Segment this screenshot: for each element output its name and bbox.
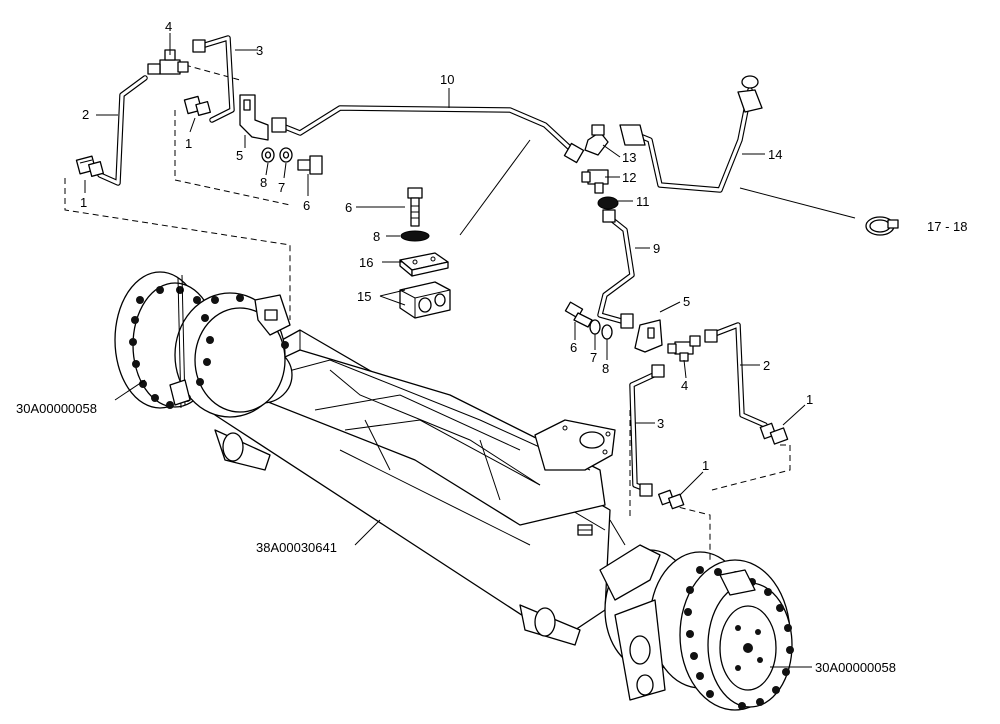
callout-2-top-left: 2 — [82, 107, 89, 122]
callout-4-top-left: 4 — [165, 19, 172, 34]
callout-2-right: 2 — [763, 358, 770, 373]
tee-4-right — [667, 335, 701, 362]
brake-pipe-2-right — [704, 322, 768, 428]
elbow-13 — [584, 124, 609, 156]
right-hub-assembly — [599, 519, 794, 711]
hose-clamp-17-18 — [865, 216, 899, 236]
callout-15-clamp: 15 — [357, 289, 371, 304]
washer-11 — [597, 196, 619, 210]
washer-8-top — [261, 147, 275, 163]
callout-8-clamp: 8 — [373, 229, 380, 244]
callout-1-right-upper: 1 — [806, 392, 813, 407]
brake-pipe-3-left — [202, 35, 235, 123]
callout-1-right-lower: 1 — [702, 458, 709, 473]
callout-13: 13 — [622, 150, 636, 165]
brake-pipe-3-right — [629, 364, 665, 497]
callout-5-top: 5 — [236, 148, 243, 163]
callout-8-top: 8 — [260, 175, 267, 190]
callout-9: 9 — [653, 241, 660, 256]
tee-12 — [581, 169, 609, 194]
callout-7-top: 7 — [278, 180, 285, 195]
fitting-1-right-lower — [658, 489, 685, 510]
callout-5-right: 5 — [683, 294, 690, 309]
bracket-5-top — [239, 94, 269, 141]
brake-pipe-10 — [271, 105, 585, 164]
hose-14 — [619, 75, 763, 193]
callout-6-top: 6 — [303, 198, 310, 213]
fitting-1-left-upper — [183, 95, 211, 116]
callout-6-clamp: 6 — [345, 200, 352, 215]
callout-14: 14 — [768, 147, 782, 162]
clamp-bolt-6 — [407, 187, 423, 227]
brake-pipe-2-left — [97, 75, 148, 186]
callout-12: 12 — [622, 170, 636, 185]
left-hub-assembly — [114, 271, 291, 418]
clamp-block-15 — [399, 281, 451, 319]
bolt-6-top — [297, 155, 323, 175]
callout-17-18: 17 - 18 — [927, 219, 967, 234]
callout-16-clamp: 16 — [359, 255, 373, 270]
clamp-plate-16 — [399, 252, 449, 277]
callout-6-right: 6 — [570, 340, 577, 355]
bracket-5-right — [634, 319, 663, 353]
leader-lines — [84, 33, 856, 668]
washer-8-right — [601, 324, 613, 340]
washer-7-right — [589, 319, 601, 335]
fitting-1-left-lower — [75, 155, 104, 177]
callout-4-right: 4 — [681, 378, 688, 393]
callout-10: 10 — [440, 72, 454, 87]
fitting-1-right-upper — [759, 422, 789, 445]
callout-7-right: 7 — [590, 350, 597, 365]
bolt-6-right — [564, 301, 593, 328]
ref-hub-right: 30A00000058 — [815, 660, 896, 675]
ref-axle-housing: 38A00030641 — [256, 540, 337, 555]
callout-labels: 4 3 2 1 1 5 8 7 6 10 6 8 16 15 13 12 11 … — [16, 19, 967, 675]
callout-3-right: 3 — [657, 416, 664, 431]
callout-11: 11 — [636, 194, 650, 209]
dashed-routing-lines — [64, 64, 791, 560]
brake-pipe-9 — [597, 209, 635, 329]
ref-hub-left: 30A00000058 — [16, 401, 97, 416]
clamp-washer-8 — [400, 230, 430, 242]
washer-7-top — [279, 147, 293, 163]
callout-3-top-left: 3 — [256, 43, 263, 58]
callout-1-top-left-upper: 1 — [185, 136, 192, 151]
tee-4-left — [147, 39, 206, 75]
callout-1-top-left-lower: 1 — [80, 195, 87, 210]
callout-8-right: 8 — [602, 361, 609, 376]
